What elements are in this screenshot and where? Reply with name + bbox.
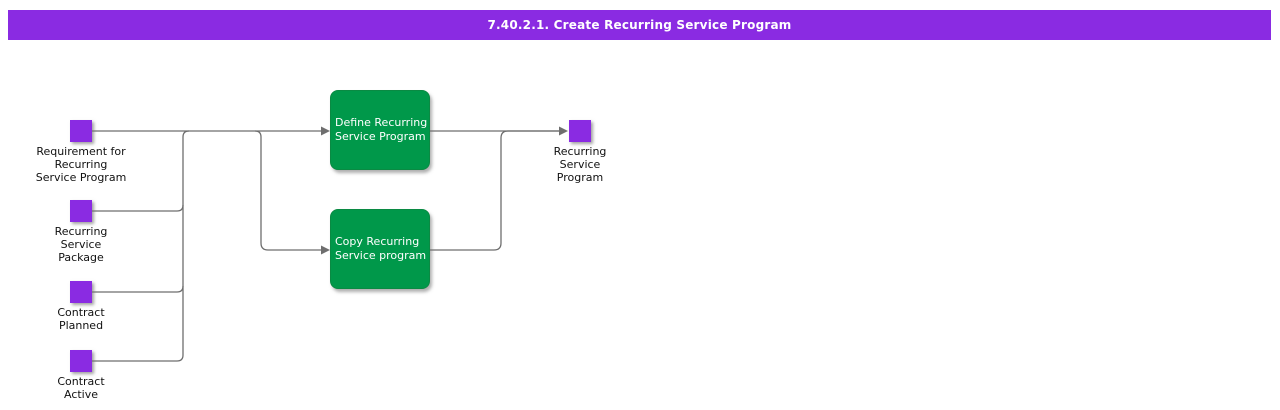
input-marker-icon (70, 281, 92, 303)
output-node-label: Recurring Service Program (553, 145, 607, 184)
input-node-label: Contract Active (57, 375, 105, 401)
arrowhead-define (321, 126, 330, 136)
edge-collector-vertical (182, 130, 190, 355)
edge-contract-planned-join (92, 285, 184, 293)
activity-copy-recurring-service-program: Copy Recurring Service program (330, 209, 430, 289)
edge-branch-to-copy (254, 130, 322, 251)
input-node-label: Requirement for Recurring Service Progra… (35, 145, 127, 184)
input-node-label: Recurring Service Package (54, 225, 108, 264)
edge-recurring-package-join (92, 204, 184, 212)
arrowhead-copy (321, 245, 330, 255)
input-node-label: Contract Planned (57, 306, 105, 332)
activity-define-recurring-service-program: Define Recurring Service Program (330, 90, 430, 170)
input-marker-icon (70, 350, 92, 372)
input-node-recurring-service-package: Recurring Service Package (55, 200, 107, 264)
edge-copy-to-output (430, 130, 560, 251)
output-marker-icon (569, 120, 591, 142)
input-node-contract-planned: Contract Planned (57, 281, 105, 332)
output-node-recurring-service-program: Recurring Service Program (554, 120, 606, 184)
input-marker-icon (70, 200, 92, 222)
input-node-contract-active: Contract Active (57, 350, 105, 401)
input-node-requirement-for-recurring-service-program: Requirement for Recurring Service Progra… (36, 120, 126, 184)
arrowhead-output (559, 126, 568, 136)
input-marker-icon (70, 120, 92, 142)
diagram-title-bar: 7.40.2.1. Create Recurring Service Progr… (8, 10, 1271, 40)
edge-contract-active-join (92, 354, 184, 362)
